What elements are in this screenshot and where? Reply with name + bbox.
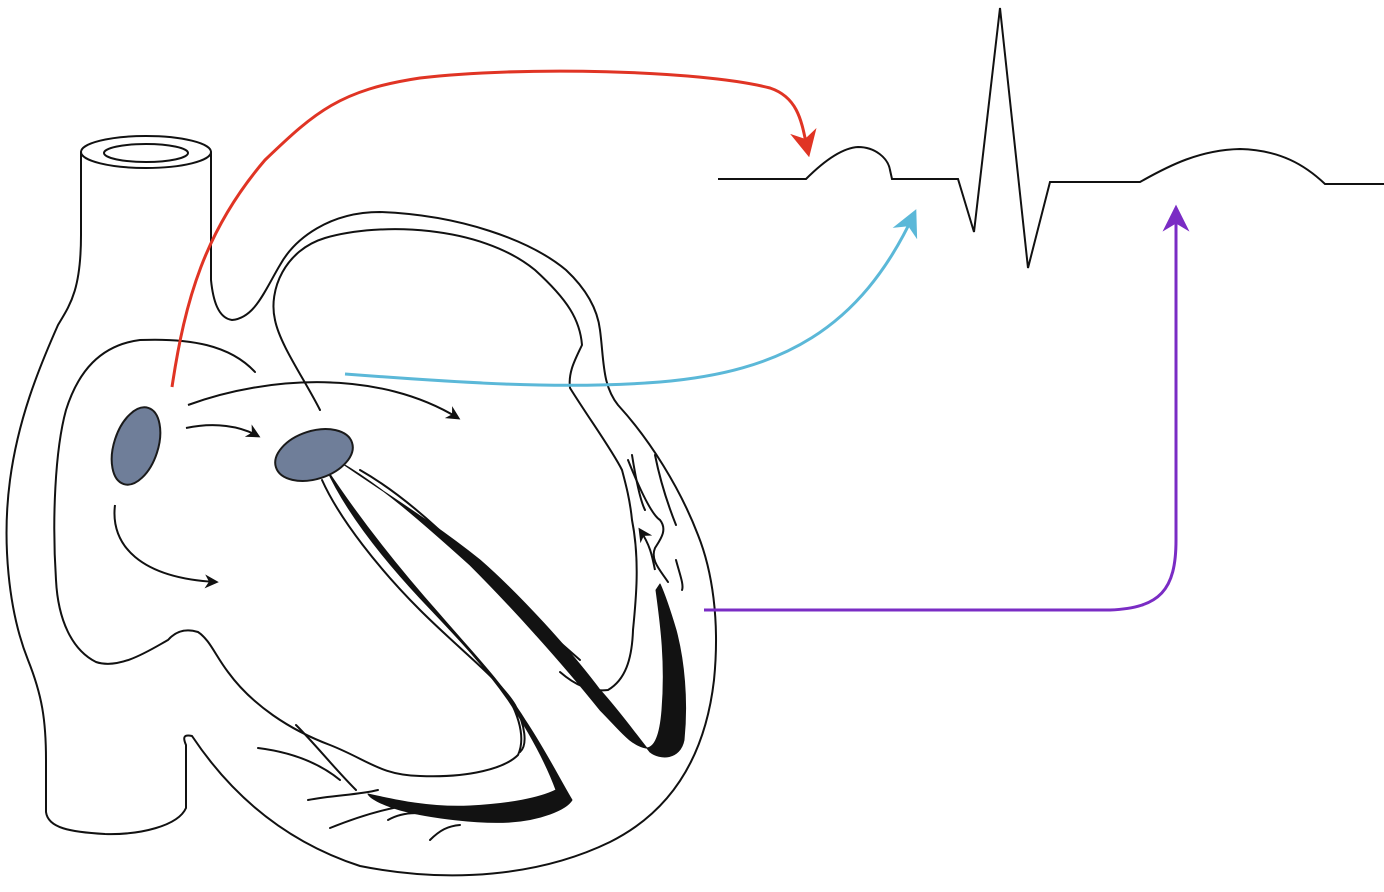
sinoatrial-node (110, 406, 162, 486)
left-bundle-branch (339, 461, 687, 758)
ventricle-to-t-wave-arrow (704, 204, 1190, 612)
purkinje-fibre-3 (307, 789, 379, 801)
arrow-atrium-upper (187, 381, 461, 420)
epicardial-line-a (631, 454, 646, 511)
right-bundle-branch (325, 467, 573, 823)
septum-inner-line (274, 319, 321, 411)
purkinje-fibre-1 (257, 747, 341, 781)
vena-cava-opening-inner (103, 143, 189, 163)
arrow-atrium-to-av (185, 424, 261, 438)
heart-outline (5, 135, 718, 877)
internal-conduction-arrows (113, 381, 656, 589)
his-purkinje-system (325, 461, 687, 823)
purkinje-fibre-2 (295, 724, 357, 791)
septum-wall-left (321, 479, 526, 753)
outer-ventricle-wall (627, 459, 669, 583)
atrial-to-p-wave-arrow (170, 69, 817, 388)
purkinje-fibre-6 (429, 824, 461, 841)
right-atrium-outline (53, 338, 523, 778)
septum-loop (272, 228, 638, 692)
epicardial-line-c (675, 559, 684, 591)
ecg-trace (718, 7, 1384, 269)
epicardial-line-b (654, 454, 677, 526)
atrioventricular-node (274, 428, 354, 482)
arrow-ventricle-up (638, 527, 656, 571)
heart-outer-contour (5, 151, 718, 877)
av-to-pr-segment-arrow (344, 209, 918, 387)
vena-cava-opening-outer (80, 135, 212, 169)
arrow-atrium-lower (113, 504, 219, 589)
